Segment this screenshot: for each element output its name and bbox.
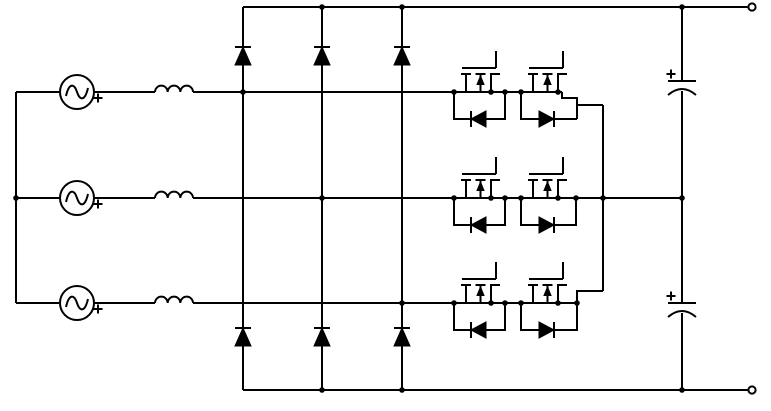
ac-source-phase-c [59, 285, 103, 321]
source-circle [59, 74, 95, 110]
source-circle [59, 285, 95, 321]
bridge-diode-top-2 [313, 45, 331, 66]
bridge-diode-top-1 [234, 45, 252, 66]
bridge-diode-bottom-2 [313, 326, 331, 347]
row1-switch2-loop [520, 92, 577, 120]
body-diode-row1-right [538, 110, 556, 128]
diode-triangle [393, 45, 411, 66]
output-terminal-positive[interactable] [747, 2, 757, 12]
junction-dot [319, 4, 325, 10]
body-arrow-icon [476, 180, 485, 191]
inductor-phase-b [154, 190, 195, 199]
row1-step [561, 92, 578, 119]
junction-dot [451, 195, 457, 201]
inductor-coil [154, 190, 195, 199]
diode-triangle [234, 45, 252, 66]
junction-dot [555, 89, 561, 95]
diode-triangle [469, 216, 487, 234]
diode-triangle [469, 321, 487, 339]
bridge-diode-bottom-3 [393, 326, 411, 347]
inductor-phase-c [154, 295, 195, 304]
row3-switch2-loop [520, 303, 578, 331]
junction-dot [679, 387, 685, 393]
mosfet-row1-left [461, 51, 500, 92]
bridge-diode-bottom-1 [234, 326, 252, 347]
junction-dot [502, 300, 508, 306]
diode-triangle [234, 326, 252, 347]
junction-dot [399, 387, 405, 393]
junction-dot [488, 89, 494, 95]
body-arrow-icon [476, 74, 485, 85]
body-diode-row2-left [469, 216, 487, 234]
body-arrow-icon [543, 285, 552, 296]
diode-triangle [393, 326, 411, 347]
row2-switch2-loop [520, 198, 577, 226]
output-terminal-negative[interactable] [747, 385, 757, 395]
junction-dot [518, 195, 524, 201]
body-arrow-icon [543, 74, 552, 85]
junction-dot [555, 300, 561, 306]
cap-curved-plate [667, 310, 697, 318]
diode-triangle [538, 110, 556, 128]
junction-dot [488, 300, 494, 306]
mosfet-row1-right [528, 51, 567, 92]
diode-triangle [313, 45, 331, 66]
body-diode-row3-left [469, 321, 487, 339]
mosfet-row3-left [461, 262, 500, 303]
dc-capacitor-bottom [666, 291, 697, 318]
cap-curved-plate [667, 88, 697, 96]
junction-dot [451, 300, 457, 306]
junction-dot [574, 300, 580, 306]
source-circle [59, 180, 95, 216]
junction-dot [502, 195, 508, 201]
junction-dot [319, 195, 325, 201]
junction-dot [518, 300, 524, 306]
junction-dot [488, 195, 494, 201]
dc-capacitor-top [666, 69, 697, 96]
junction-dot [600, 195, 606, 201]
junction-dot [451, 89, 457, 95]
inductor-coil [154, 84, 195, 93]
sine-wave-icon [65, 84, 89, 100]
ac-source-phase-a [59, 74, 103, 110]
body-diode-row1-left [469, 110, 487, 128]
body-diode-row2-right [538, 216, 556, 234]
junction-dot [518, 89, 524, 95]
mosfet-row2-right [528, 157, 567, 198]
inductor-coil [154, 295, 195, 304]
body-arrow-icon [476, 285, 485, 296]
bridge-diode-top-3 [393, 45, 411, 66]
junction-dot [399, 300, 405, 306]
body-diode-row3-right [538, 321, 556, 339]
ac-source-phase-b [59, 180, 103, 216]
diode-triangle [469, 110, 487, 128]
junction-dot [679, 4, 685, 10]
row3-step [576, 290, 603, 303]
junction-dot [13, 195, 19, 201]
mosfet-row3-right [528, 262, 567, 303]
diode-triangle [313, 326, 331, 347]
junction-dot [502, 89, 508, 95]
sine-wave-icon [65, 295, 89, 311]
sine-wave-icon [65, 190, 89, 206]
junction-dot [240, 89, 246, 95]
inductor-phase-a [154, 84, 195, 93]
junction-dot [319, 387, 325, 393]
body-arrow-icon [543, 180, 552, 191]
diode-triangle [538, 216, 556, 234]
junction-dot [399, 4, 405, 10]
junction-dot [555, 195, 561, 201]
diode-triangle [538, 321, 556, 339]
junction-dot [573, 195, 579, 201]
junction-dot [679, 195, 685, 201]
mosfet-row2-left [461, 157, 500, 198]
